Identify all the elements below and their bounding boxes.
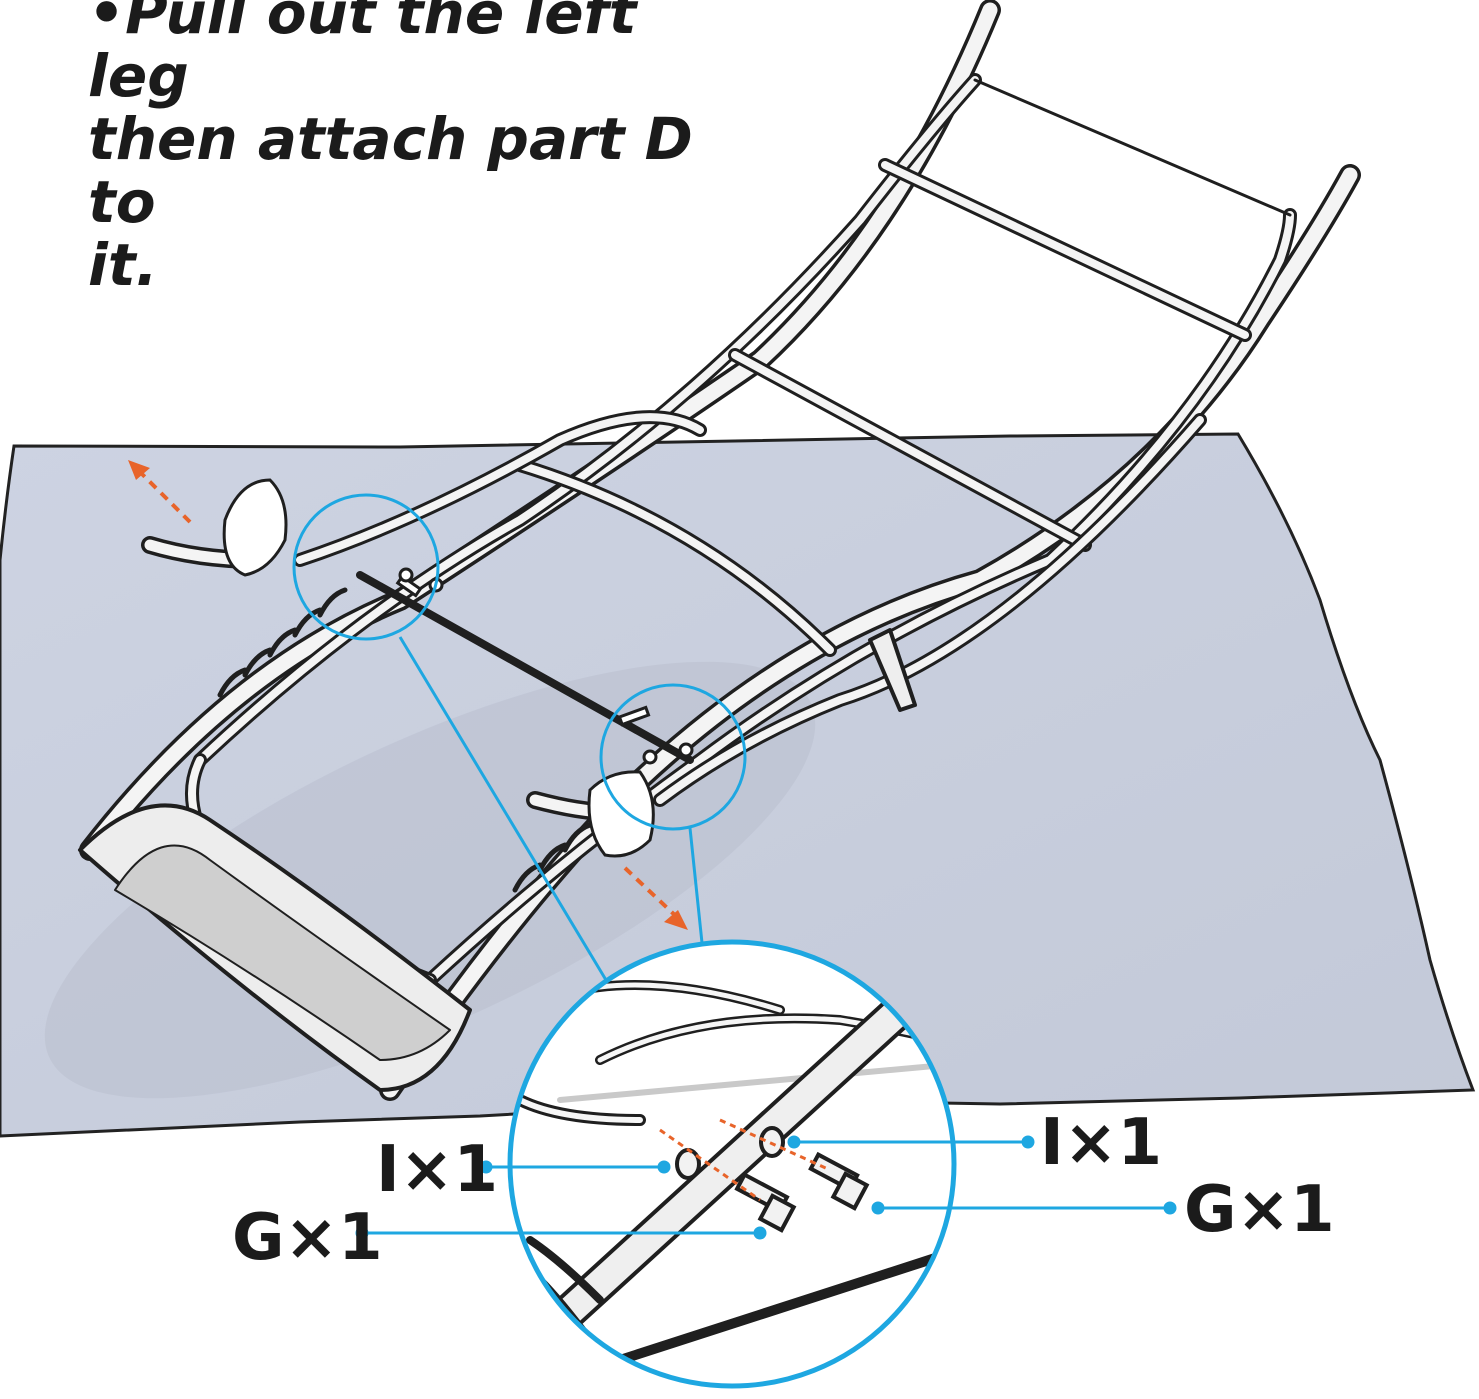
callout-label-i-left: I×1 (376, 1133, 498, 1207)
arrow-head-icon (664, 910, 688, 930)
arrow-head-icon (128, 460, 150, 480)
instruction-text: •Pull out the left leg then attach part … (88, 0, 748, 297)
callout-label-i-right: I×1 (1040, 1106, 1162, 1180)
chair-shadow (44, 661, 816, 1099)
pull-direction-arrows (136, 468, 682, 922)
callout-label-g-left: G×1 (232, 1201, 383, 1275)
callout-leaders (355, 1135, 1177, 1240)
detail-markers (292, 493, 747, 991)
hand-icon (222, 478, 655, 858)
instruction-line-2: then attach part D to (88, 105, 693, 236)
callout-label-g-right: G×1 (1184, 1173, 1335, 1247)
instruction-line-3: it. (88, 231, 158, 299)
lounge-chair-frame (78, 0, 1361, 1101)
zoom-detail-view (507, 939, 957, 1389)
instruction-line-1: •Pull out the left leg (88, 0, 637, 110)
